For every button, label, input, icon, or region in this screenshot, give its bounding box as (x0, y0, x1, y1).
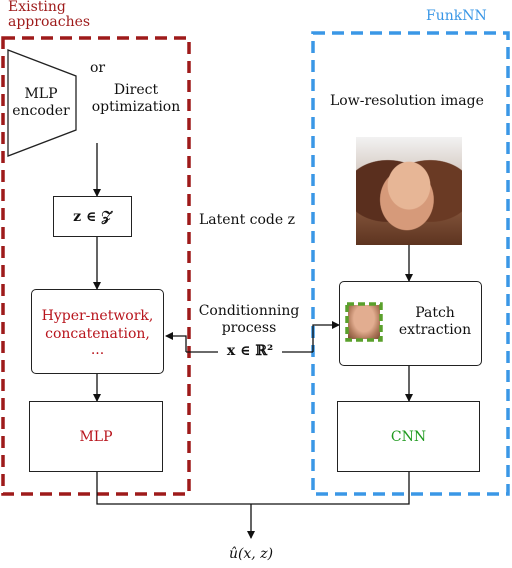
latent-code-box: z ∈ 𝒵 (53, 196, 132, 237)
hyper-line1: Hyper-network, (41, 307, 154, 324)
low-resolution-face-image (356, 137, 462, 245)
direct-line1: Direct (113, 82, 159, 98)
mlp-label: MLP (79, 428, 113, 445)
cnn-box: CNN (337, 401, 480, 472)
arrow-cond-to-patch (312, 321, 340, 352)
hyper-network-box: Hyper-network, concatenation, ... (31, 289, 164, 374)
coordinate-input-label: x ∈ ℝ² (226, 343, 274, 359)
patch-thumbnail (348, 305, 380, 339)
patch-dashed-border (345, 302, 383, 342)
funknn-title: FunkNN (426, 8, 487, 24)
cond-line1: Conditionning (198, 303, 300, 319)
patch-line2: extraction (398, 322, 472, 338)
conditioning-process-label: Conditionning process (190, 303, 308, 337)
low-resolution-label: Low-resolution image (330, 93, 484, 109)
hyper-line2: concatenation, (45, 325, 150, 342)
output-label: û(x, z) (228, 546, 274, 562)
cnn-label: CNN (390, 428, 427, 445)
merge-line (96, 472, 410, 505)
direct-line2: optimization (91, 99, 181, 115)
arrow-cond-to-hyper (165, 332, 187, 352)
existing-title-line1: Existing (8, 0, 66, 15)
or-label: or (90, 60, 106, 76)
patch-extraction-label: Patch extraction (394, 305, 476, 339)
mlp-encoder-line1: MLP (24, 86, 58, 102)
hyper-line3: ... (90, 341, 105, 358)
existing-title-line2: approaches (8, 14, 91, 30)
latent-code-box-label: z ∈ 𝒵 (73, 208, 112, 225)
mlp-encoder-line2: encoder (12, 103, 70, 119)
existing-title: Existing approaches (8, 0, 90, 30)
mlp-box: MLP (29, 401, 163, 472)
cond-line2: process (221, 320, 277, 336)
patch-line1: Patch (415, 305, 455, 321)
mlp-encoder-label: MLP encoder (10, 86, 72, 120)
latent-code-label: Latent code z (199, 212, 295, 228)
existing-frame (1, 36, 191, 496)
direct-optimization-label: Direct optimization (84, 82, 188, 116)
mlp-encoder-shape (7, 49, 77, 157)
funknn-frame (311, 31, 510, 496)
